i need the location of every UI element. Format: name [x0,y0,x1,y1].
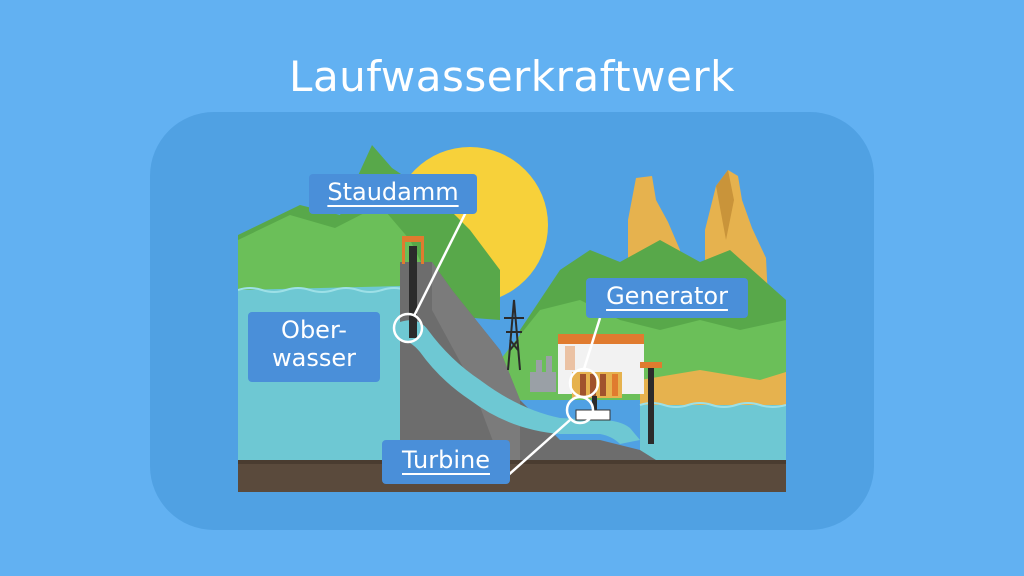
label-oberwasser-line2: wasser [272,344,356,373]
land-right [640,370,786,410]
staudamm-marker [392,312,424,344]
transmission-tower [504,299,524,371]
label-turbine: Turbine [382,440,510,484]
staudamm-leader [412,211,468,317]
lower-water [640,405,786,470]
turbine-leader [504,419,571,479]
label-staudamm: Staudamm [309,174,477,214]
turbine-marker [565,395,595,425]
generator-leader [582,317,602,370]
label-oberwasser: Ober- wasser [248,312,380,382]
label-generator: Generator [586,278,748,318]
ground [238,462,786,492]
page-title: Laufwasserkraftwerk [289,52,735,101]
dam-gate-pillar [409,246,417,338]
rock-shade [716,170,734,240]
label-oberwasser-line1: Ober- [281,316,347,344]
